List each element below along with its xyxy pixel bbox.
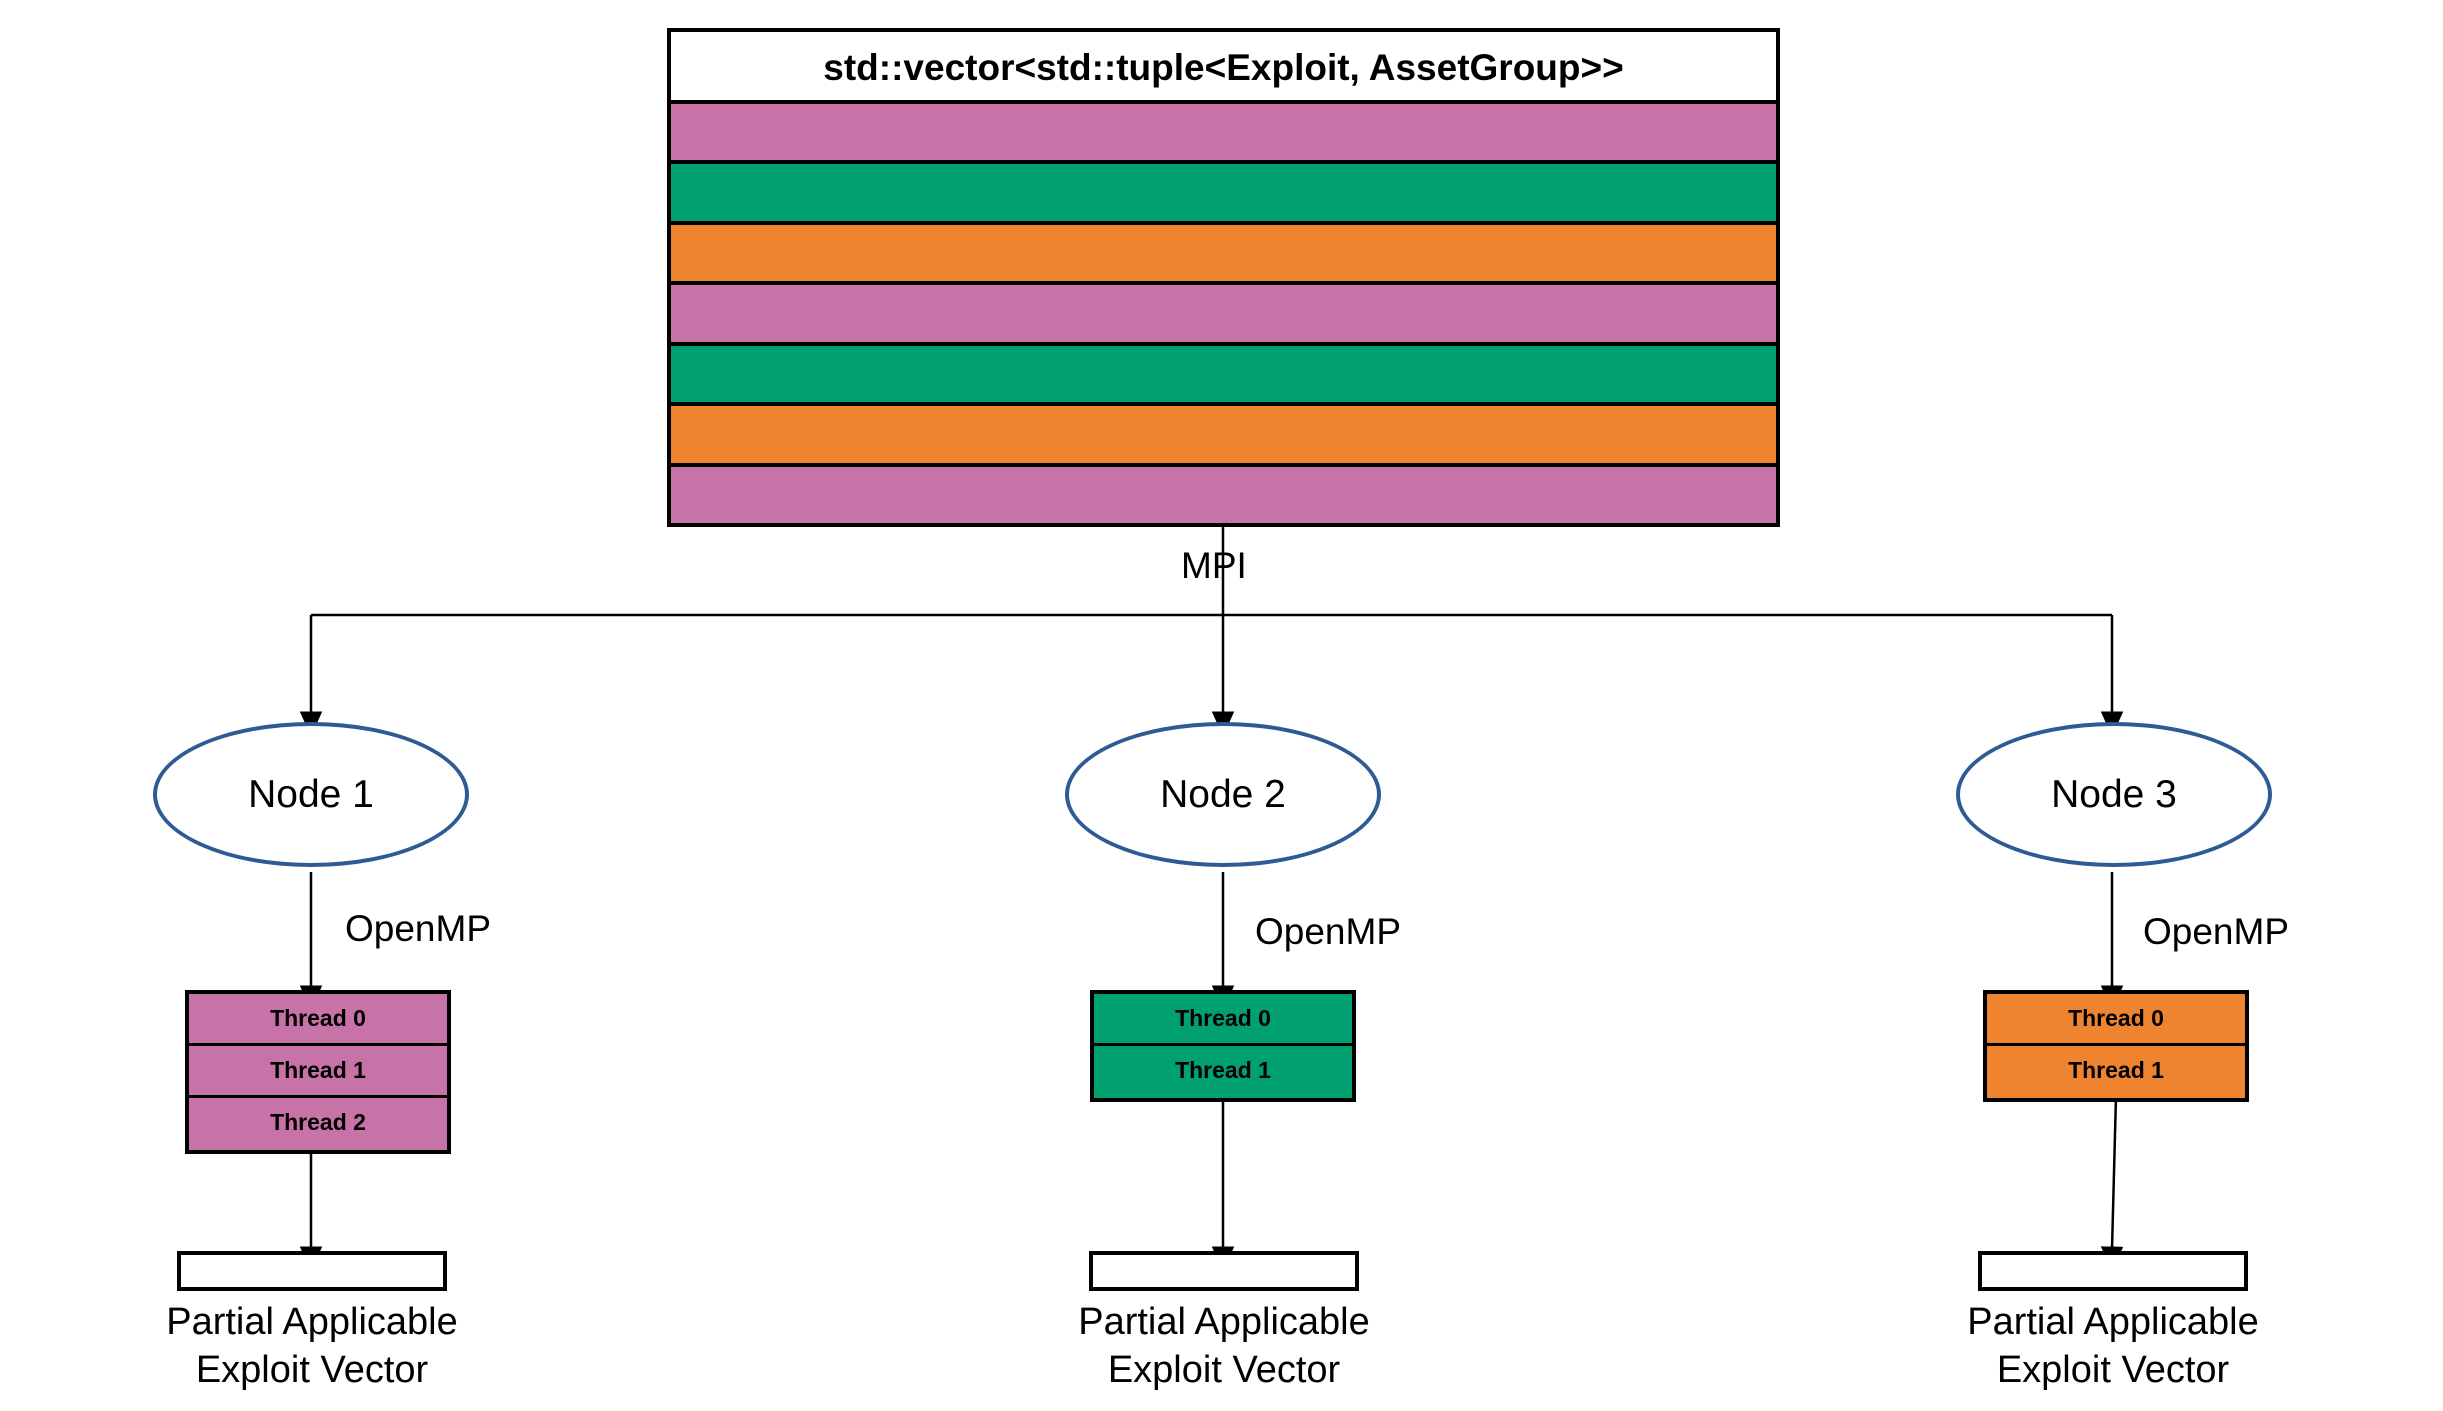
- vector-stripe: [671, 345, 1776, 407]
- thread-cell[interactable]: Thread 1: [1094, 1046, 1352, 1098]
- caption-line-1: Partial Applicable: [166, 1301, 458, 1343]
- caption-line-2: Exploit Vector: [1996, 1348, 2230, 1391]
- partial-output-box-node-3: [1978, 1251, 2248, 1291]
- partial-output-box-node-1: [177, 1251, 447, 1291]
- thread-cell[interactable]: Thread 2: [189, 1098, 447, 1150]
- thread-cell[interactable]: Thread 0: [1987, 994, 2245, 1046]
- caption-line-1: Partial Applicable: [1967, 1301, 2259, 1343]
- vector-stripe: [671, 164, 1776, 225]
- thread-cell[interactable]: Thread 1: [189, 1046, 447, 1098]
- vector-stripe: [671, 466, 1776, 523]
- caption-line-1: Partial Applicable: [1078, 1301, 1370, 1343]
- node-label: Node 2: [1160, 772, 1286, 816]
- vector-type-title: std::vector<std::tuple<Exploit, AssetGro…: [671, 32, 1776, 104]
- vector-stripe: [671, 104, 1776, 165]
- thread-cell[interactable]: Thread 0: [1094, 994, 1352, 1046]
- partial-output-caption-node-1: Partial Applicable Exploit Vector: [102, 1299, 522, 1394]
- partial-output-caption-node-2: Partial Applicable Exploit Vector: [1014, 1299, 1434, 1394]
- thread-cell[interactable]: Thread 0: [189, 994, 447, 1046]
- node-ellipse-node-3[interactable]: Node 3: [1956, 722, 2272, 867]
- node-label: Node 1: [248, 772, 374, 816]
- vector-stripe: [671, 224, 1776, 286]
- node-ellipse-node-2[interactable]: Node 2: [1065, 722, 1381, 867]
- node-label: Node 3: [2051, 772, 2177, 816]
- partial-output-box-node-2: [1089, 1251, 1359, 1291]
- openmp-label-node-2: OpenMP: [1255, 911, 1402, 952]
- caption-line-2: Exploit Vector: [195, 1348, 429, 1391]
- partial-output-caption-node-3: Partial Applicable Exploit Vector: [1903, 1299, 2323, 1394]
- thread-stack-node-2: Thread 0 Thread 1: [1090, 990, 1356, 1102]
- vector-stripe: [671, 285, 1776, 346]
- wire-threads-3-to-output: [2100, 1095, 2124, 1272]
- vector-stripe: [671, 406, 1776, 467]
- shared-exploit-vector-block: std::vector<std::tuple<Exploit, AssetGro…: [667, 28, 1780, 527]
- thread-cell[interactable]: Thread 1: [1987, 1046, 2245, 1098]
- openmp-label-node-1: OpenMP: [345, 908, 492, 949]
- mpi-label: MPI: [1181, 545, 1247, 586]
- vector-stripe-list: [671, 104, 1776, 523]
- openmp-label-node-3: OpenMP: [2143, 911, 2290, 952]
- thread-stack-node-1: Thread 0 Thread 1 Thread 2: [185, 990, 451, 1154]
- caption-line-2: Exploit Vector: [1107, 1348, 1341, 1391]
- node-ellipse-node-1[interactable]: Node 1: [153, 722, 469, 867]
- thread-stack-node-3: Thread 0 Thread 1: [1983, 990, 2249, 1102]
